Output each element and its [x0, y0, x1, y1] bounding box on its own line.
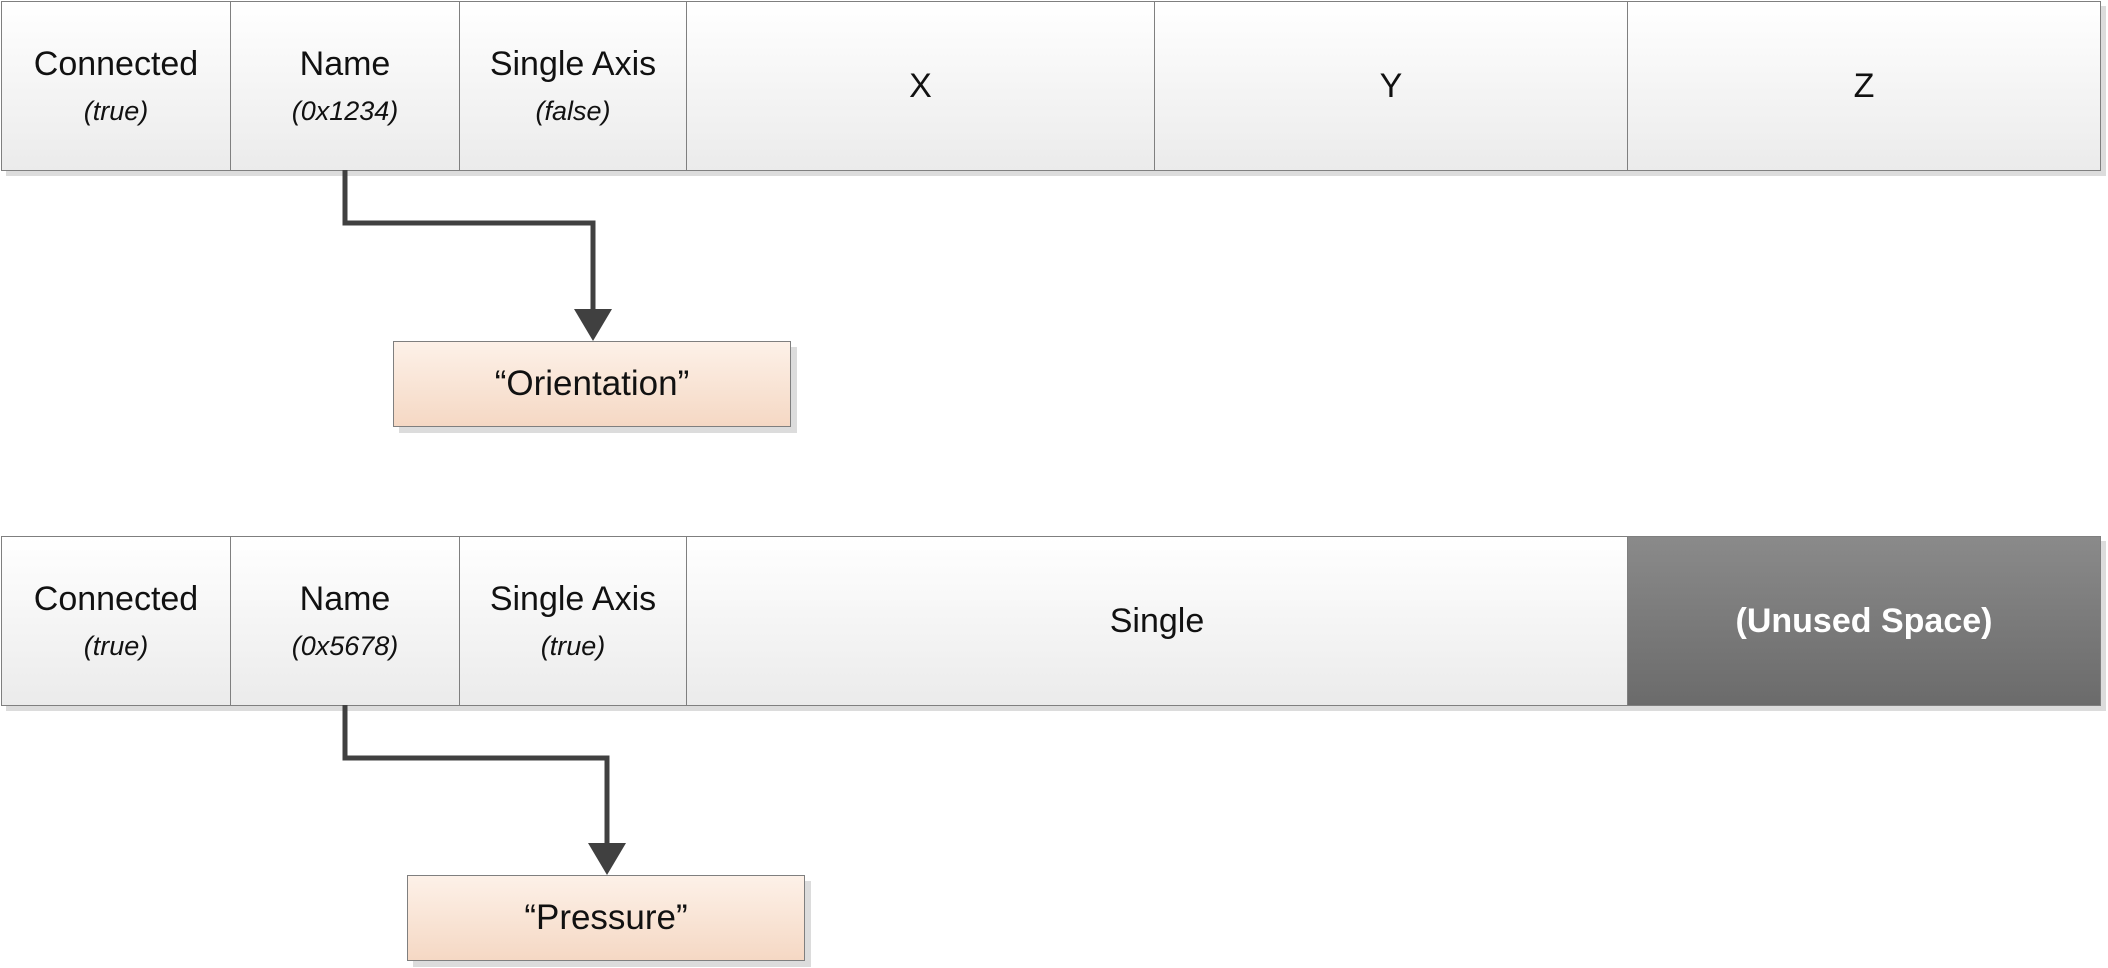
arrow-name-to-pressure: [342, 705, 610, 849]
field-value: (true): [540, 631, 606, 661]
field-connected: Connected (true): [1, 536, 231, 706]
name-pressure-label: “Pressure”: [524, 898, 688, 937]
name-pressure-box: “Pressure”: [407, 875, 805, 961]
field-label: Single Axis: [489, 45, 657, 83]
field-label: X: [909, 67, 932, 105]
field-value: (0x5678): [291, 631, 399, 661]
field-label: Z: [1853, 67, 1875, 105]
arrow-name-to-orientation: [342, 170, 596, 315]
field-x: X: [686, 1, 1155, 171]
field-single: Single: [686, 536, 1628, 706]
field-name: Name (0x5678): [230, 536, 460, 706]
field-label: Connected: [33, 45, 199, 83]
field-value: (false): [535, 96, 611, 126]
field-label: Single: [1109, 602, 1205, 640]
field-value: (0x1234): [291, 96, 399, 126]
field-connected: Connected (true): [1, 1, 231, 171]
field-label: Y: [1379, 67, 1403, 105]
field-label: Connected: [33, 580, 199, 618]
field-label: Single Axis: [489, 580, 657, 618]
field-value: (true): [83, 96, 149, 126]
arrowhead-icon: [574, 309, 612, 341]
field-label: Name: [299, 580, 391, 618]
field-y: Y: [1154, 1, 1628, 171]
arrowhead-icon: [588, 843, 626, 875]
record-orientation: Connected (true) Name (0x1234) Single Ax…: [1, 1, 2101, 171]
field-label: Name: [299, 45, 391, 83]
name-orientation-box: “Orientation”: [393, 341, 791, 427]
field-unused-space: (Unused Space): [1627, 536, 2101, 706]
name-orientation-label: “Orientation”: [494, 364, 690, 403]
record-pressure: Connected (true) Name (0x5678) Single Ax…: [1, 536, 2101, 706]
field-value: (true): [83, 631, 149, 661]
field-z: Z: [1627, 1, 2101, 171]
field-single-axis: Single Axis (true): [459, 536, 687, 706]
field-single-axis: Single Axis (false): [459, 1, 687, 171]
field-label: (Unused Space): [1735, 602, 1993, 640]
